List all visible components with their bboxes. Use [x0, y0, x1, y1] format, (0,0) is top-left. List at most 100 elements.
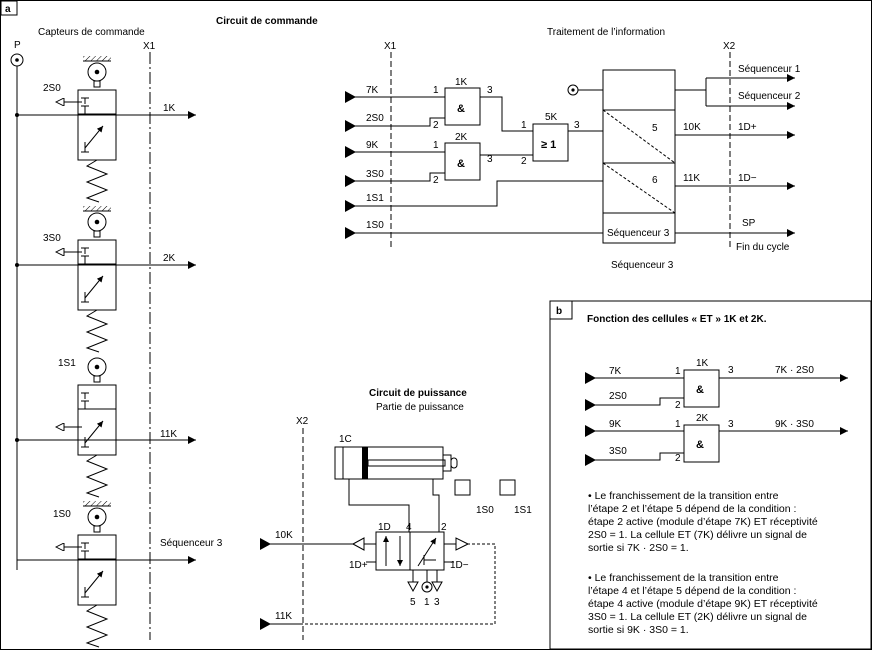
gate-1k-pin3: 3: [487, 85, 493, 96]
valve-1d: 1D 4 2 1D+ 1D− 5 1 3: [349, 522, 469, 608]
input-7k: 7K: [366, 85, 379, 96]
note-1-line-4: 2S0 = 1. La cellule ET (7K) délivre un s…: [588, 529, 807, 541]
gate-2k-symbol: &: [457, 158, 465, 170]
input-2s0: 2S0: [366, 113, 384, 124]
gate-2k-pin3: 3: [487, 154, 493, 165]
b-gate-2k-output: 9K · 3S0: [775, 419, 814, 430]
input-9k: 9K: [366, 140, 379, 151]
port-4-label: 4: [406, 522, 412, 533]
b-gate-2k-in-a: 9K: [609, 419, 622, 430]
b-gate-2k-pin3: 3: [728, 419, 734, 430]
sensor-2s0-name: 2S0: [43, 83, 61, 94]
sequencer-module: 5 6 Séquenceur 3 Séquenceur 3: [567, 69, 676, 271]
output-sequenceur-1: Séquenceur 1: [738, 64, 801, 75]
sensor-1s1: 1S1 11K: [15, 357, 196, 497]
processing-title: Traitement de l’information: [547, 27, 665, 38]
port-2-label: 2: [441, 522, 447, 533]
sequencer-caption: Séquenceur 3: [611, 260, 674, 271]
power-x2-label: X2: [296, 416, 309, 427]
sequencer-inner-label: Séquenceur 3: [607, 228, 670, 239]
sensor-1s0: 1S0 Séquenceur 3: [17, 500, 223, 647]
gate-5k-pin2: 2: [521, 156, 527, 167]
gate-5k-pin3: 3: [574, 120, 580, 131]
supply-label: P: [14, 40, 21, 51]
x1-label-sensors: X1: [143, 41, 156, 52]
signal-11k-line: [260, 543, 496, 625]
cylinder-1c: 1C: [334, 434, 458, 532]
gate-5k-name: 5K: [545, 112, 558, 123]
output-1d-plus: 1D+: [738, 122, 757, 133]
note-2-line-5: sortie si 9K · 3S0 = 1.: [588, 624, 689, 636]
gate-5k-pin1: 1: [521, 120, 527, 131]
note-1-line-5: sortie si 7K · 2S0 = 1.: [588, 542, 689, 554]
gate-5k: ≥ 1 5K 1 2 3: [521, 112, 603, 167]
b-gate-1k-pin2: 2: [675, 400, 681, 411]
b-gate-2k-symbol: &: [696, 439, 704, 451]
b-gate-1k-in-a: 7K: [609, 366, 622, 377]
part-b-note-2: • Le franchissement de la transition ent…: [588, 572, 818, 636]
sequencer-outputs: Séquenceur 1 Séquenceur 2 10K 1D+ 11K 1D…: [675, 64, 801, 253]
b-gate-2k-name: 2K: [696, 413, 709, 424]
sensor-1s1-box: [499, 479, 516, 496]
b-gate-1k-output: 7K · 2S0: [775, 365, 814, 376]
part-a-label: a: [5, 4, 11, 15]
note-1-line-3: étape 2 active (module d’étape 7K) ET ré…: [588, 516, 818, 528]
sensor-1s1-output: 11K: [160, 429, 177, 440]
output-sequenceur-2: Séquenceur 2: [738, 91, 801, 102]
sensor-2s0-output: 1K: [163, 103, 176, 114]
power-sensor-1s0-label: 1S0: [476, 505, 494, 516]
note-2-line-4: 3S0 = 1. La cellule ET (2K) délivre un s…: [588, 611, 807, 623]
b-gate-2k-in-b: 3S0: [609, 446, 627, 457]
gate-2k-name: 2K: [455, 132, 468, 143]
sensor-1s1-name: 1S1: [58, 358, 76, 369]
part-b-note-1: • Le franchissement de la transition ent…: [588, 490, 818, 554]
note-1-line-1: • Le franchissement de la transition ent…: [588, 490, 779, 502]
gate-5k-symbol: ≥ 1: [541, 139, 556, 151]
gate-1k-name: 1K: [455, 77, 468, 88]
part-b-gate-1k: & 1K 7K 2S0 1 2 3 7K · 2S0: [585, 358, 848, 411]
port-1-label: 1: [424, 597, 430, 608]
power-signal-11k: 11K: [275, 611, 292, 622]
note-2-line-3: étape 4 active (module d’étape 9K) ET ré…: [588, 598, 818, 610]
gate-2k-pin2: 2: [433, 175, 439, 186]
gate-1k-pin1: 1: [433, 85, 439, 96]
b-gate-1k-pin1: 1: [675, 366, 681, 377]
sensor-2s0: 2S0 1K: [15, 55, 196, 202]
gate-2k: & 2K 1 2 3: [433, 132, 533, 186]
part-b-label-box: [549, 300, 573, 320]
part-b-title: Fonction des cellules « ET » 1K et 2K.: [587, 314, 767, 325]
valve-1d-label: 1D: [378, 522, 391, 533]
sensor-1s0-box: [454, 479, 471, 496]
port-5-label: 5: [410, 597, 416, 608]
sensor-3s0: 3S0 2K: [15, 205, 196, 352]
output-1d-minus: 1D−: [738, 173, 757, 184]
cylinder-1c-label: 1C: [339, 434, 352, 445]
part-a-label-box: [0, 0, 18, 16]
part-b-frame: [549, 300, 872, 650]
power-signal-10k: 10K: [275, 530, 293, 541]
b-gate-2k-pin1: 1: [675, 419, 681, 430]
note-1-line-2: l’étape 2 et l’étape 5 dépend de la cond…: [588, 503, 796, 515]
b-gate-1k-name: 1K: [696, 358, 709, 369]
power-title: Circuit de puissance: [369, 388, 467, 399]
b-gate-1k-symbol: &: [696, 384, 704, 396]
b-gate-2k-pin2: 2: [675, 453, 681, 464]
processing-x1-label: X1: [384, 41, 397, 52]
power-subtitle: Partie de puissance: [376, 402, 464, 413]
output-sp: SP: [742, 218, 756, 229]
input-1s0: 1S0: [366, 220, 384, 231]
gate-1k-symbol: &: [457, 103, 465, 115]
processing-inputs: 7K 2S0 9K 3S0 1S1 1S0: [345, 85, 603, 239]
pilot-1d-minus: 1D−: [450, 560, 469, 571]
gate-1k: & 1K 1 2 3: [433, 77, 533, 132]
gate-1k-pin2: 2: [433, 120, 439, 131]
part-a-title: Circuit de commande: [216, 16, 318, 27]
port-3-label: 3: [434, 597, 440, 608]
b-gate-1k-pin3: 3: [728, 365, 734, 376]
end-of-cycle-label: Fin du cycle: [736, 242, 790, 253]
sensors-title: Capteurs de commande: [38, 27, 145, 38]
part-b-label: b: [556, 306, 562, 317]
b-gate-1k-in-b: 2S0: [609, 391, 627, 402]
sequencer-step-5: 5: [652, 123, 658, 134]
